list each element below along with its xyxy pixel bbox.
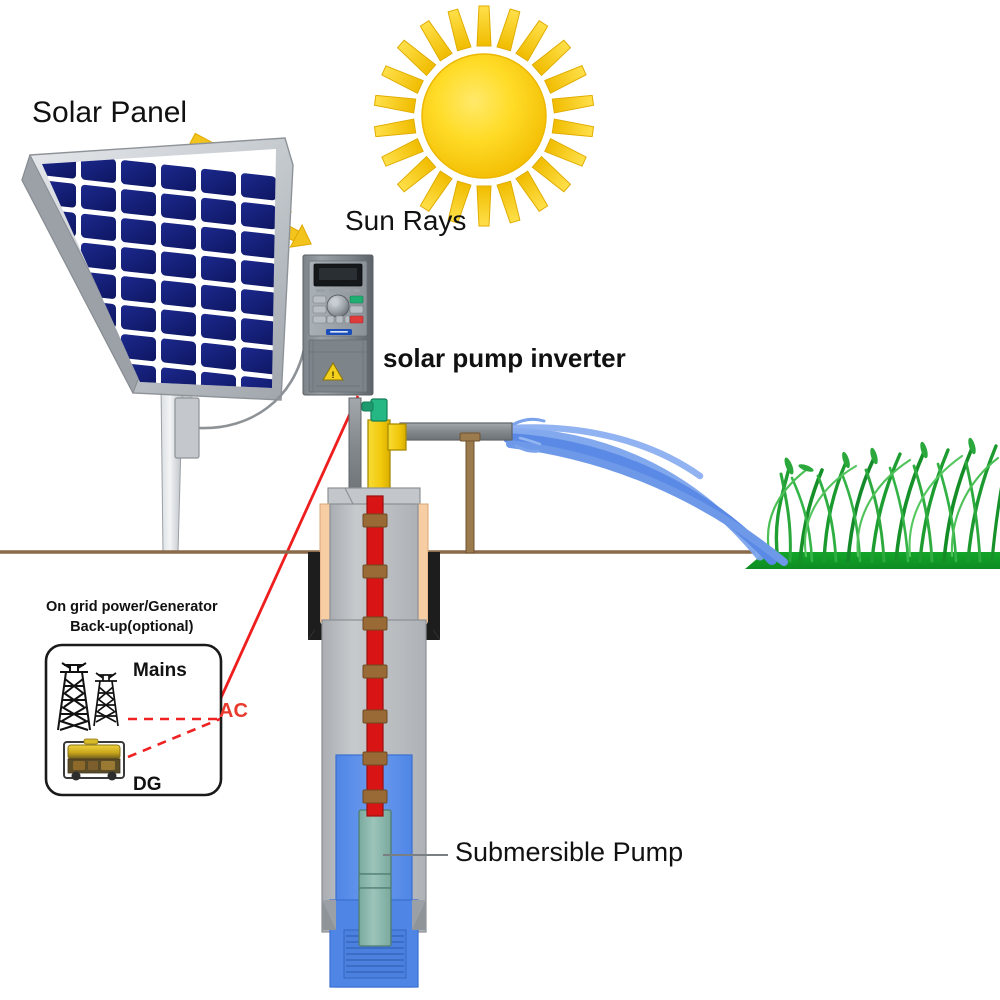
stop-button[interactable]	[349, 315, 364, 324]
diesel-generator-icon	[63, 738, 125, 781]
knob-highlight	[331, 299, 339, 307]
pump-coupling	[358, 873, 392, 889]
inverter-icon: !	[302, 254, 374, 396]
sun-rays-label: Sun Rays	[345, 205, 467, 236]
valve-icon[interactable]	[361, 398, 388, 422]
sun-icon	[373, 5, 595, 227]
riser-couplings	[362, 513, 388, 804]
svg-text:!: !	[332, 370, 335, 380]
pump-upper-stage	[358, 809, 392, 875]
inverter-lower-cover	[308, 339, 368, 393]
warning-triangle-icon: !	[322, 362, 344, 381]
keypad-right[interactable]	[349, 295, 364, 324]
lcd-indicator-row	[316, 289, 360, 292]
panel-cell-grid	[42, 149, 276, 388]
transmission-tower-icon	[57, 662, 119, 731]
pipe-tee	[387, 423, 407, 451]
run-button[interactable]	[349, 295, 364, 304]
dg-label: DG	[133, 774, 162, 795]
brand-badge-text	[330, 331, 348, 333]
keypad-bottom[interactable]	[326, 315, 350, 324]
keypad-left[interactable]	[312, 295, 327, 324]
backup-caption-line1: On grid power/Generator	[46, 599, 218, 615]
pump-motor	[358, 887, 392, 947]
sun-rays-group	[373, 5, 595, 227]
junction-box-icon	[174, 397, 200, 459]
sun-disc	[421, 53, 547, 179]
ac-cable	[218, 395, 360, 701]
water-jet-icon	[503, 417, 788, 566]
backup-power-box	[44, 643, 223, 797]
ac-dashed-links	[127, 717, 221, 759]
dc-cable	[198, 343, 307, 430]
grass-icon	[745, 437, 1000, 569]
discharge-pipe	[399, 422, 513, 441]
pipe-support-post	[459, 432, 481, 554]
backup-power-caption: On grid power/Generator Back-up(optional…	[46, 598, 218, 637]
well-screen	[343, 929, 407, 979]
ac-label: AC	[219, 700, 248, 722]
mains-label: Mains	[133, 660, 187, 681]
riser-pipe	[366, 495, 384, 817]
solar-pump-inverter-label: solar pump inverter	[383, 343, 626, 373]
submersible-pump-icon	[358, 809, 392, 947]
submersible-pump-label: Submersible Pump	[455, 837, 684, 867]
lcd-screen-area	[319, 268, 357, 280]
borehole-well	[308, 495, 440, 988]
solar-panel-icon	[21, 137, 294, 554]
rotary-knob-icon[interactable]	[326, 294, 350, 318]
solar-panel-label: Solar Panel	[32, 96, 188, 129]
backup-caption-line2: Back-up(optional)	[70, 618, 194, 635]
